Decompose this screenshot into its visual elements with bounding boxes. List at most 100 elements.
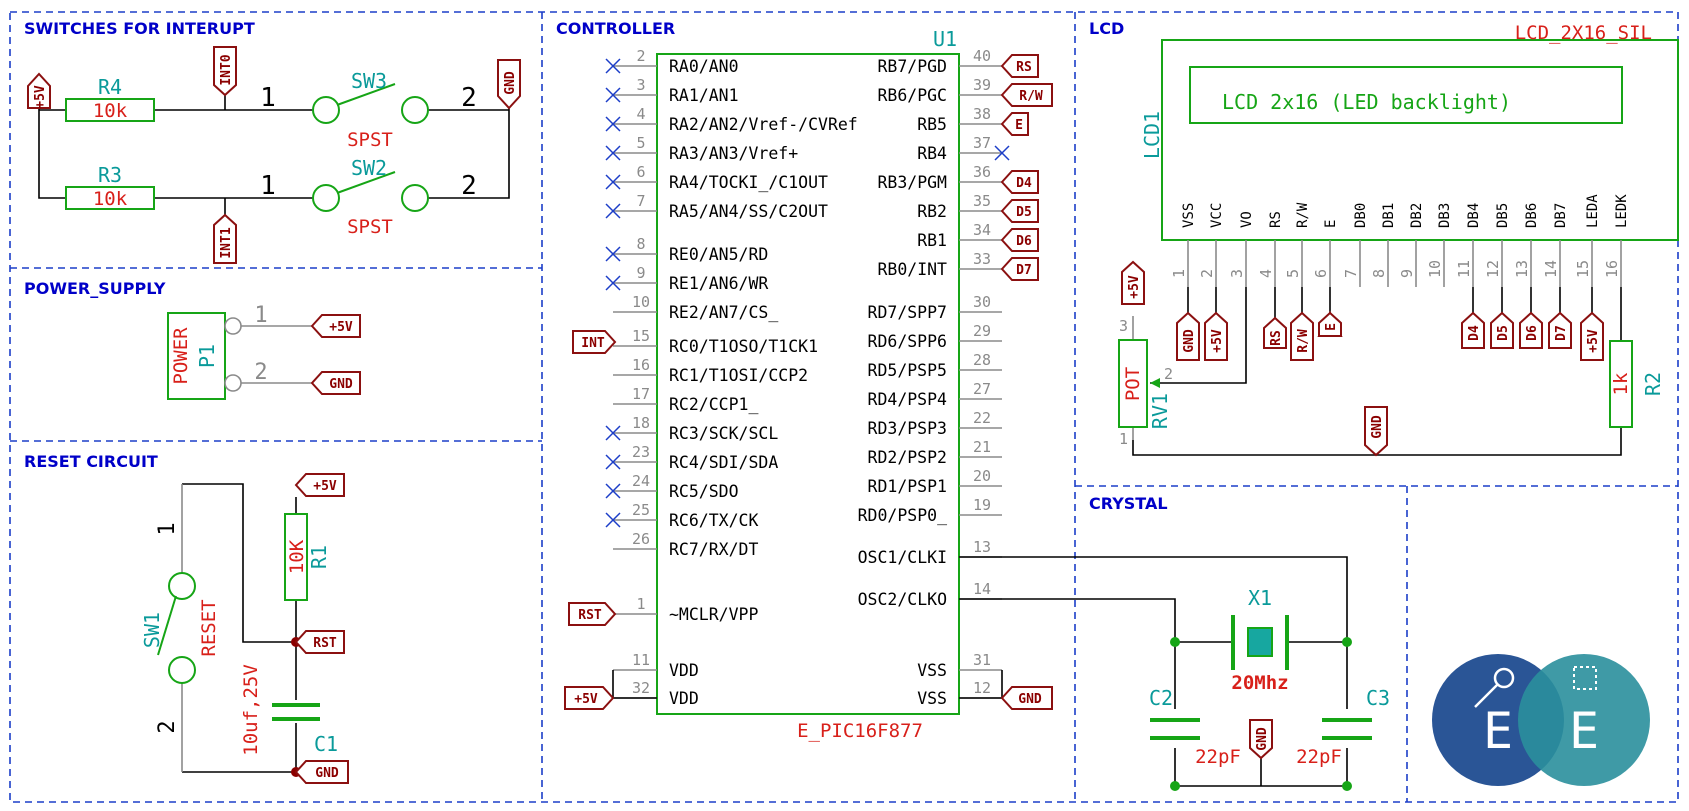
svg-text:GND: GND <box>1370 415 1385 439</box>
pin-name: RC7/RX/DT <box>669 540 758 559</box>
pin-number: 24 <box>632 472 650 490</box>
svg-text:+5V: +5V <box>1210 329 1225 353</box>
svg-text:D7: D7 <box>1016 263 1032 278</box>
pin-number: 10 <box>1426 260 1444 278</box>
section-title-lcd: LCD <box>1089 19 1124 38</box>
rv1-pin1: 1 <box>1119 430 1128 448</box>
r4-ref: R4 <box>98 75 122 99</box>
pin-name: RB4 <box>917 144 947 163</box>
label-gnd-lcd-vss: GND <box>1176 311 1200 361</box>
label-rw-lcd: R/W <box>1290 311 1314 361</box>
label-d5-u1: D5 <box>1000 199 1039 223</box>
svg-text:GND: GND <box>503 71 518 95</box>
sw1-pin2: 2 <box>155 720 180 733</box>
lcd-screen <box>1189 66 1623 124</box>
pin-name: RC2/CCP1_ <box>669 395 758 414</box>
label-e-u1: E <box>1000 112 1029 136</box>
pin-name: RA5/AN4/SS/C2OUT <box>669 202 828 221</box>
section-title-crystal: CRYSTAL <box>1089 494 1168 513</box>
svg-text:+5V: +5V <box>313 479 337 494</box>
u1-left-pins: 2RA0/AN03RA1/AN14RA2/AN2/Vref-/CVRef5RA3… <box>605 47 858 708</box>
switches-block: R4 10k R3 10k SW3 SPST 1 2 SW2 SPST 1 2 … <box>27 46 521 264</box>
lcd-pin-12: DB5 12 <box>1484 203 1511 287</box>
pin-number: 20 <box>973 467 991 485</box>
pin-name: DB6 <box>1524 203 1540 228</box>
label-d6-u1: D6 <box>1000 228 1039 252</box>
pin-number: 19 <box>973 496 991 514</box>
pin-name: RD7/SPP7 <box>868 303 947 322</box>
label-p5v-leda: +5V <box>1580 311 1604 361</box>
section-title-switches: SWITCHES FOR INTERUPT <box>24 19 255 38</box>
pin-number: 15 <box>632 327 650 345</box>
crystal-block: X1 20Mhz C2 22pF C3 22pF GND <box>959 556 1390 791</box>
c1-ref: C1 <box>314 732 338 756</box>
pin-number: 40 <box>973 47 991 65</box>
section-title-reset: RESET CIRCUIT <box>24 452 158 471</box>
rv1-pin3: 3 <box>1119 317 1128 335</box>
pin-name: RC1/T1OSI/CCP2 <box>669 366 808 385</box>
svg-text:INT0: INT0 <box>219 54 234 85</box>
pin-number: 14 <box>973 580 991 598</box>
pin-number: 10 <box>632 293 650 311</box>
sw2-value: SPST <box>347 216 393 238</box>
svg-text:+5V: +5V <box>574 692 598 707</box>
pin-number: 12 <box>1484 260 1502 278</box>
pin-name: RC3/SCK/SCL <box>669 424 778 443</box>
pin-name: RB2 <box>917 202 947 221</box>
r1-value: 10K <box>286 539 308 574</box>
pin-number: 2 <box>1198 269 1216 278</box>
label-p5v-u1: +5V <box>564 686 615 710</box>
label-d7-lcd: D7 <box>1548 311 1572 349</box>
section-title-controller: CONTROLLER <box>556 19 675 38</box>
pin-number: 33 <box>973 250 991 268</box>
p1-ref: P1 <box>195 344 219 368</box>
pin-name: RC0/T1OSO/T1CK1 <box>669 337 818 356</box>
svg-text:INT1: INT1 <box>219 227 234 258</box>
svg-text:D5: D5 <box>1496 325 1511 341</box>
pin-name: DB0 <box>1353 203 1369 228</box>
pin-number: 29 <box>973 322 991 340</box>
pin-name: LEDA <box>1585 194 1601 228</box>
label-p5v-lcd-vcc: +5V <box>1204 311 1228 361</box>
pin-name: RB3/PGM <box>877 173 947 192</box>
pin-number: 3 <box>1228 269 1246 278</box>
c3-ref: C3 <box>1366 686 1390 710</box>
lcd1-value: LCD_2X16_SIL <box>1515 22 1652 44</box>
r4-value: 10k <box>93 100 128 122</box>
r2-value: 1k <box>1610 372 1632 395</box>
pin-name: DB2 <box>1409 203 1425 228</box>
label-gnd-crystal: GND <box>1249 719 1273 760</box>
pin-name: RA1/AN1 <box>669 86 739 105</box>
rv1-ref: RV1 <box>1148 393 1172 429</box>
pin-number: 7 <box>1342 269 1360 278</box>
label-rw-u1: R/W <box>1000 83 1053 107</box>
lcd-pins: VSS1VCC2VO3RS4R/W5E6DB07DB18DB29DB310DB4… <box>1170 194 1630 287</box>
svg-text:D6: D6 <box>1525 325 1540 341</box>
sw3-value: SPST <box>347 129 393 151</box>
svg-text:+5V: +5V <box>1127 275 1142 299</box>
pin-name: VSS <box>1181 203 1197 228</box>
sw3-ref: SW3 <box>351 69 387 93</box>
pin-name: RE0/AN5/RD <box>669 245 768 264</box>
pin-number: 1 <box>636 595 645 613</box>
pin-name: DB5 <box>1495 203 1511 228</box>
pin-number: 12 <box>973 679 991 697</box>
label-gnd-u1: GND <box>1000 686 1053 710</box>
pot-rv1 <box>1118 339 1148 428</box>
svg-text:D7: D7 <box>1554 325 1569 341</box>
svg-text:RS: RS <box>1016 60 1032 75</box>
magnifier-icon <box>1493 667 1515 689</box>
